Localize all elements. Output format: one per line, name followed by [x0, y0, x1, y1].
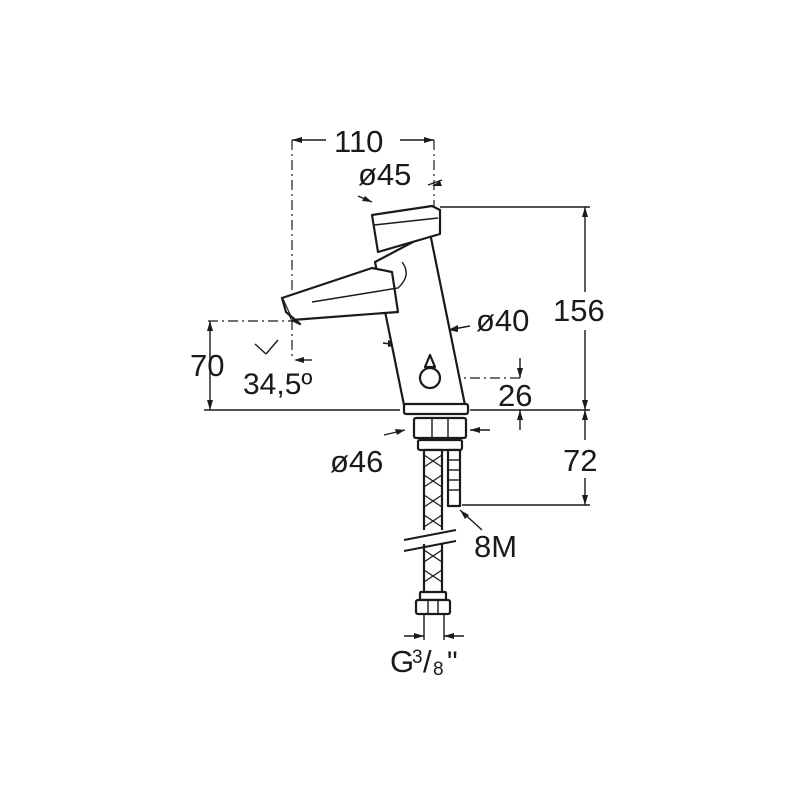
hose-connector: [414, 590, 452, 616]
dim-overall-width: 110: [292, 124, 434, 159]
shank-length-label: 72: [563, 443, 597, 478]
hose-connection-numerator: 3: [412, 647, 423, 668]
dim-shank-length: 72: [462, 410, 597, 506]
dim-base-diameter: ø46: [330, 427, 490, 479]
dim-spout-angle: 34,5º: [243, 339, 312, 401]
spout-angle-label: 34,5º: [243, 368, 312, 401]
cap-diameter-label: ø45: [358, 157, 411, 192]
hose-connection-slash: /: [423, 644, 432, 679]
total-height-label: 156: [553, 293, 605, 328]
hose-braid: [423, 454, 443, 583]
base-diameter-label: ø46: [330, 444, 383, 479]
hose-connection-suffix: ": [447, 646, 458, 679]
centerlines: [208, 140, 520, 379]
faucet-body: [280, 204, 470, 597]
dim-hose-connection: G 3 / 8 ": [390, 610, 464, 680]
dim-total-height: 156: [440, 206, 605, 410]
hose-break-marks: [400, 529, 460, 552]
dim-shank-thread: 8M: [459, 509, 517, 564]
hose-connection-prefix: G: [390, 644, 414, 679]
dim-button-height: 26: [470, 358, 590, 430]
overall-width-label: 110: [334, 124, 383, 159]
shank-thread-label: 8M: [474, 529, 517, 564]
body-diameter-label: ø40: [476, 303, 529, 338]
dim-cap-diameter: ø45: [357, 157, 443, 203]
hose-connection-denominator: 8: [433, 659, 444, 680]
button-height-label: 26: [498, 378, 532, 413]
dim-spout-height: 70: [190, 321, 400, 411]
spout-height-label: 70: [190, 348, 224, 383]
